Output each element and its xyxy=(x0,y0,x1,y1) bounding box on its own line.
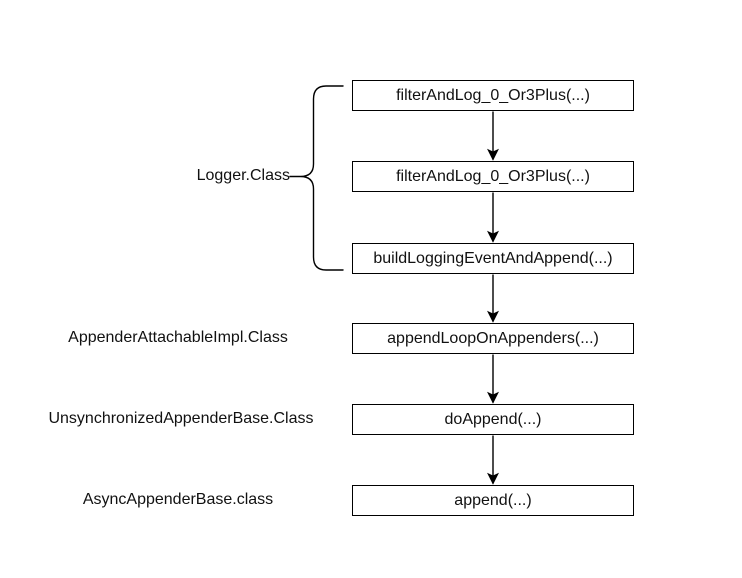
class-label-unsynchronizedappenderbase: UnsynchronizedAppenderBase.Class xyxy=(48,410,314,427)
class-label-logger: Logger.Class xyxy=(196,167,290,184)
logger-group-brace xyxy=(289,85,344,271)
node-append: append(...) xyxy=(352,485,634,516)
node-label: append(...) xyxy=(454,491,532,509)
node-buildloggingeventandappend: buildLoggingEventAndAppend(...) xyxy=(352,243,634,274)
node-label: doAppend(...) xyxy=(444,410,542,428)
class-label-asyncappenderbase: AsyncAppenderBase.class xyxy=(82,491,274,508)
node-filterandlog-second: filterAndLog_0_Or3Plus(...) xyxy=(352,161,634,192)
class-label-appenderattachableimpl: AppenderAttachableImpl.Class xyxy=(68,329,288,346)
node-appendlooponappenders: appendLoopOnAppenders(...) xyxy=(352,323,634,354)
node-label: appendLoopOnAppenders(...) xyxy=(387,329,599,347)
node-label: filterAndLog_0_Or3Plus(...) xyxy=(396,167,590,185)
node-filterandlog-first: filterAndLog_0_Or3Plus(...) xyxy=(352,80,634,111)
node-label: filterAndLog_0_Or3Plus(...) xyxy=(396,86,590,104)
node-doappend: doAppend(...) xyxy=(352,404,634,435)
node-label: buildLoggingEventAndAppend(...) xyxy=(373,249,613,267)
